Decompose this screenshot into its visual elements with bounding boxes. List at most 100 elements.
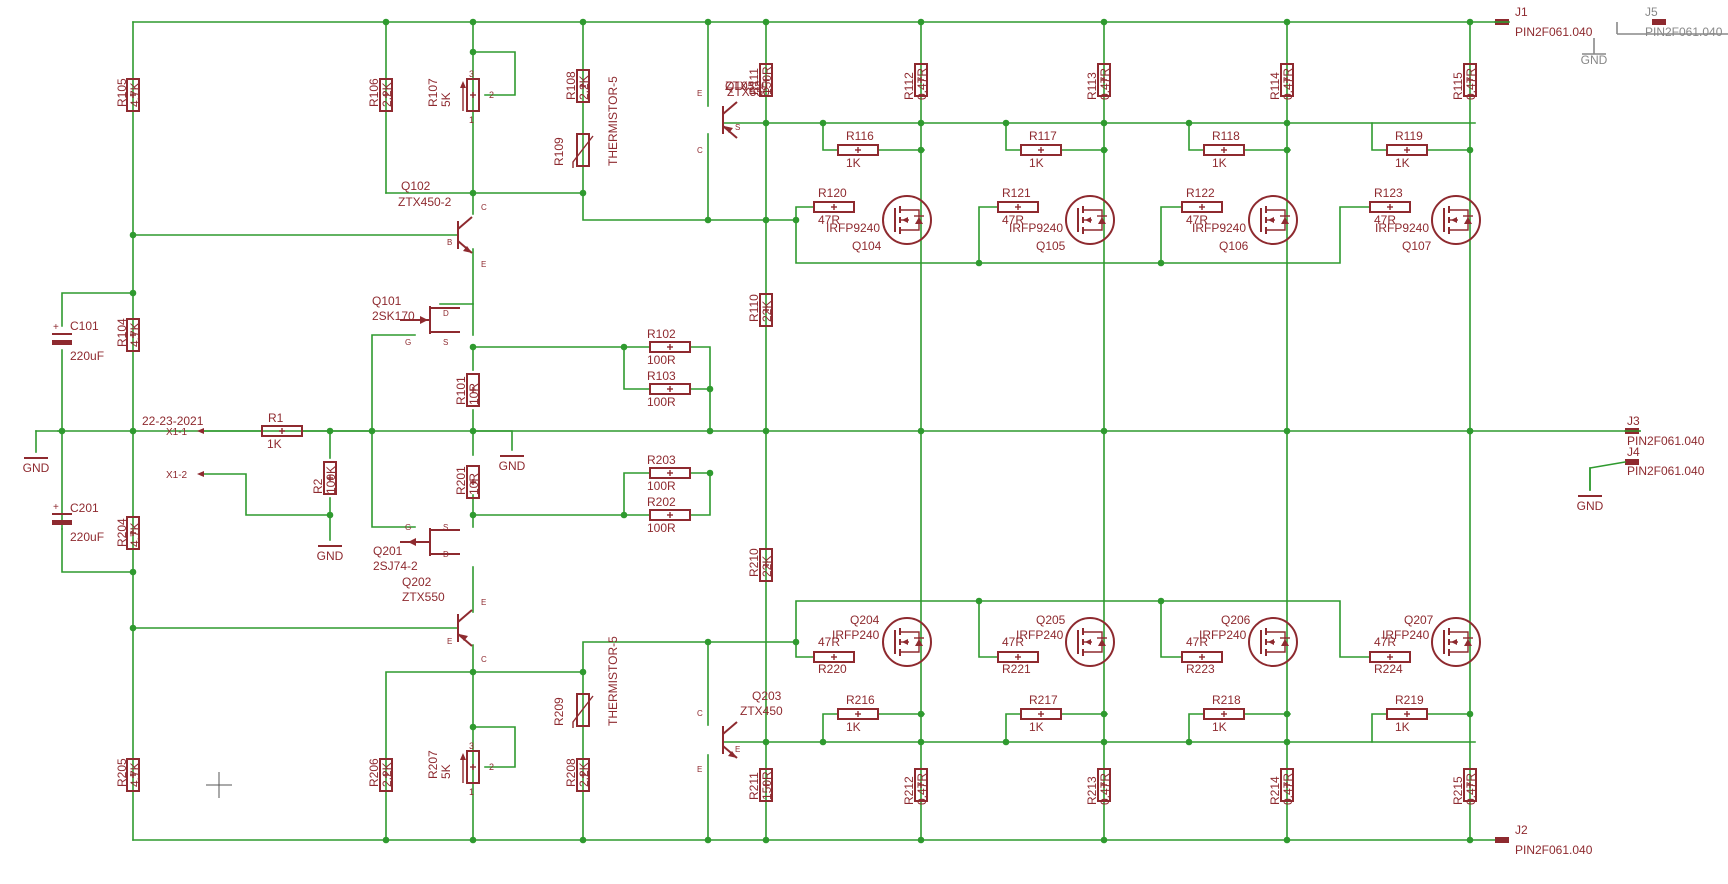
value-label: 10R — [467, 473, 481, 495]
gnd-j4: GND — [1577, 495, 1604, 513]
value-label: 47R — [1002, 635, 1024, 649]
value-label: 2.2K — [380, 82, 394, 107]
ref-label: R223 — [1186, 662, 1215, 676]
ref-label: Q104 — [852, 239, 882, 253]
value-label: 47R — [1002, 213, 1024, 227]
ref-label: R107 — [426, 78, 440, 107]
gnd-left: GND — [23, 457, 50, 475]
ref-label: R109 — [552, 137, 566, 166]
value-label: ZTX450 — [740, 704, 783, 718]
value-label: 100K — [324, 466, 338, 494]
value-label: 4.7K — [128, 322, 142, 347]
pin-label: G — [405, 523, 411, 532]
value-label: 100R — [647, 395, 676, 409]
ref-label: R113 — [1085, 72, 1099, 100]
resistor-r103: R103 100R — [647, 369, 691, 409]
ref-label: R221 — [1002, 662, 1031, 676]
pin-label: 3 — [469, 69, 474, 79]
ref-label: J1 — [1515, 5, 1528, 19]
ref-label: R110 — [747, 294, 761, 322]
value-label: 1K — [846, 156, 861, 170]
value-label: 100R — [647, 479, 676, 493]
pin-label: S — [443, 523, 448, 532]
gnd-label: GND — [1581, 53, 1608, 67]
ref-label: Q106 — [1219, 239, 1249, 253]
value-label: 0.47R — [915, 773, 929, 805]
type-label: PIN2F061.040 — [1627, 464, 1705, 478]
ref-label: Q207 — [1404, 613, 1434, 627]
value-label: ZTX450-2 — [398, 195, 452, 209]
ref-label: R217 — [1029, 693, 1058, 707]
value-label: 47R — [818, 635, 840, 649]
value-label: 2.2K — [380, 762, 394, 787]
pin-label: E — [481, 598, 486, 607]
ref-label: R106 — [367, 78, 381, 107]
value-label: 220uF — [70, 530, 104, 544]
ref-label: R103 — [647, 369, 676, 383]
ref-label: C101 — [70, 319, 99, 333]
ref-label: R215 — [1451, 776, 1465, 805]
pin-label: G — [405, 338, 411, 347]
ref-label: R216 — [846, 693, 875, 707]
ref-label: R2 — [311, 478, 325, 494]
value-label: 22K — [760, 301, 774, 322]
ref-label: R213 — [1085, 776, 1099, 805]
ref-label: Q103 — [725, 79, 755, 93]
pin-label: C — [481, 203, 487, 212]
pin-label: D — [443, 550, 449, 559]
value-label: 4.7K — [128, 762, 142, 787]
ref-label: R123 — [1374, 186, 1403, 200]
value-label: 150R — [760, 66, 774, 95]
ref-label: R218 — [1212, 693, 1241, 707]
schematic-title: 22-23-2021 — [142, 414, 204, 428]
value-label: 2SJ74-2 — [373, 559, 418, 573]
value-label: 1K — [1395, 156, 1410, 170]
j1-wire-stub — [1494, 21, 1641, 491]
ref-label: J3 — [1627, 414, 1640, 428]
gnd-label: GND — [317, 549, 344, 563]
value-label: 0.47R — [1281, 68, 1295, 100]
junction-dots — [58, 18, 1474, 844]
type-label: PIN2F061.040 — [1515, 25, 1593, 39]
value-label: 0.47R — [1281, 773, 1295, 805]
ref-label: R224 — [1374, 662, 1403, 676]
value-label: THERMISTOR-5 — [606, 636, 620, 726]
